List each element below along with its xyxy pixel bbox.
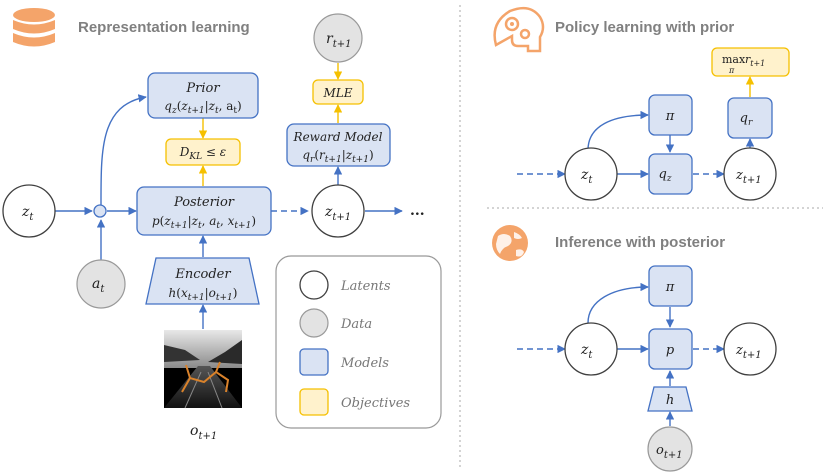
globe-icon <box>492 225 528 261</box>
svg-text:zt+1: zt+1 <box>735 343 762 361</box>
svg-text:max: max <box>722 53 746 66</box>
arrow-junction-to-prior <box>100 94 147 206</box>
svg-text:π: π <box>728 66 735 75</box>
svg-text:h: h <box>666 393 674 408</box>
svg-text:zt: zt <box>580 342 593 361</box>
legend-objectives: Objectives <box>341 396 410 411</box>
max-reward-objective-box: max π rt+1 <box>711 47 790 77</box>
inference-p-box: p <box>648 328 693 370</box>
svg-text:zt: zt <box>580 167 593 186</box>
policy-qz-box: qz <box>648 153 693 195</box>
observation-label: ot+1 <box>190 423 217 442</box>
inference-latent-zt1: zt+1 <box>723 322 777 376</box>
svg-text:π: π <box>665 109 675 124</box>
svg-text:zt+1: zt+1 <box>324 204 351 223</box>
svg-text:qr: qr <box>740 111 753 128</box>
svg-text:Encoder: Encoder <box>174 267 231 282</box>
inference-arrow-zt-to-pi <box>587 282 649 324</box>
legend-latents: Latents <box>340 279 391 294</box>
svg-text:zt+1: zt+1 <box>735 168 762 186</box>
svg-text:at: at <box>92 276 105 295</box>
legend-data-swatch <box>299 308 329 338</box>
encoder-box: Encoder h(xt+1|ot+1) <box>145 257 260 305</box>
legend-latents-swatch <box>299 270 329 300</box>
reward-model-box: Reward Model qr(rt+1|zt+1) <box>286 123 391 167</box>
svg-text:qz: qz <box>658 167 671 184</box>
svg-text:rt+1: rt+1 <box>326 31 351 50</box>
policy-latent-zt1: zt+1 <box>723 147 777 201</box>
data-node-rt1: rt+1 <box>313 13 363 63</box>
policy-qr-box: qr <box>727 97 773 139</box>
posterior-box: Posterior p(zt+1|zt, at, xt+1) <box>136 186 272 236</box>
mle-objective-box: MLE <box>312 79 364 105</box>
inference-pi-box: π <box>648 265 693 307</box>
gears-head-icon <box>493 6 545 53</box>
data-node-at: at <box>76 259 126 309</box>
legend: Latents Data Models Objectives <box>275 255 442 429</box>
road-observation-image <box>164 330 242 409</box>
ellipsis: ... <box>410 203 425 219</box>
legend-data: Data <box>340 317 372 332</box>
inference-latent-zt: zt <box>564 322 618 376</box>
legend-models-swatch <box>299 348 329 376</box>
prior-formula: qz(zt+1|zt, at) <box>164 99 241 116</box>
policy-latent-zt: zt <box>564 147 618 201</box>
svg-text:DKL ≤ ε: DKL ≤ ε <box>179 145 226 162</box>
svg-text:zt: zt <box>21 204 34 223</box>
policy-arrow-zt-to-pi <box>587 110 649 151</box>
posterior-formula: p(zt+1|zt, at, xt+1) <box>152 214 256 231</box>
svg-text:Reward Model: Reward Model <box>293 130 383 144</box>
latent-node-zt1: zt+1 <box>311 184 365 238</box>
svg-text:ot+1: ot+1 <box>656 443 683 461</box>
svg-text:Posterior: Posterior <box>173 195 235 210</box>
latent-node-zt: zt <box>2 184 56 238</box>
policy-pi-box: π <box>648 94 693 136</box>
legend-objectives-swatch <box>299 388 329 416</box>
legend-models: Models <box>340 356 389 371</box>
svg-text:p: p <box>666 343 675 358</box>
section-title-representation: Representation learning <box>78 19 250 36</box>
database-icon <box>13 8 55 47</box>
svg-text:Prior: Prior <box>185 81 220 96</box>
kl-objective-box: DKL ≤ ε <box>165 138 241 166</box>
reward-formula: qr(rt+1|zt+1) <box>302 148 373 165</box>
svg-text:rt+1: rt+1 <box>745 53 765 68</box>
prior-box: Prior qz(zt+1|zt, at) <box>147 72 259 119</box>
section-title-inference: Inference with posterior <box>555 234 725 251</box>
svg-text:MLE: MLE <box>322 86 352 100</box>
section-title-policy: Policy learning with prior <box>555 19 734 36</box>
inference-h-encoder: h <box>647 386 693 412</box>
svg-text:π: π <box>665 280 675 295</box>
inference-data-ot1: ot+1 <box>647 426 693 472</box>
junction-node <box>93 204 107 218</box>
encoder-formula: h(xt+1|ot+1) <box>169 286 238 303</box>
